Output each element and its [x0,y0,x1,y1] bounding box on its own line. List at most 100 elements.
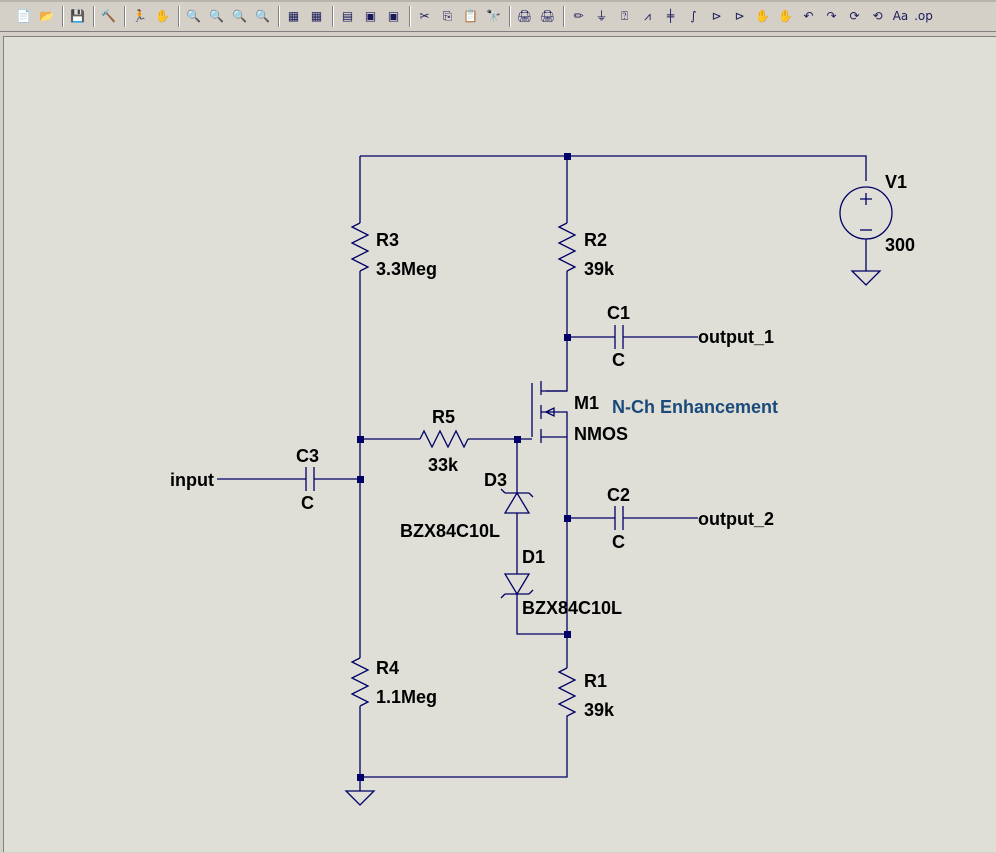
c1-value[interactable]: C [612,350,625,370]
capacitor-button[interactable]: ╪ [661,7,680,26]
copy-icon: ⎘ [442,9,453,23]
ground-icon: ⏚ [595,9,608,23]
halt-button[interactable]: ✋ [153,7,172,26]
redo-button[interactable]: ↷ [822,7,841,26]
control-panel-button[interactable]: 🔨 [99,7,118,26]
d1-value[interactable]: BZX84C10L [522,598,622,618]
c2-label[interactable]: C2 [607,485,630,505]
resistor-button[interactable]: ⩘ [638,7,657,26]
cut-icon: ✂ [419,9,430,23]
new-schematic-icon: 📄 [16,9,31,23]
r3-value[interactable]: 3.3Meg [376,259,437,279]
r2-label[interactable]: R2 [584,230,607,250]
rotate-icon: ⟳ [849,9,860,23]
print-button[interactable]: 🖨 [538,7,557,26]
junction-dot [514,436,521,443]
run-icon: 🏃 [132,9,147,23]
d3-label[interactable]: D3 [484,470,507,490]
junction-dot [357,476,364,483]
component-button[interactable]: ⊳ [730,7,749,26]
ground-button[interactable]: ⏚ [592,7,611,26]
resistor-r1 [557,667,577,724]
r1-label[interactable]: R1 [584,671,607,691]
text-button[interactable]: Aa [891,7,910,26]
d1-label[interactable]: D1 [522,547,545,567]
toolbar-separator [62,6,64,27]
paste-button[interactable]: 📋 [461,7,480,26]
spice-directive-button[interactable]: .op [914,7,933,26]
open-button[interactable]: 📂 [37,7,56,26]
schematic-canvas[interactable]: V1 300 R3 3.3Meg R2 39k C1 C output_1 M1… [3,36,996,852]
resistor-r4 [350,657,370,707]
net-label-output-2[interactable]: output_2 [698,509,774,529]
c3-value[interactable]: C [301,493,314,513]
resistor-r2 [557,222,577,272]
schematic-drawing[interactable]: V1 300 R3 3.3Meg R2 39k C1 C output_1 M1… [4,37,996,853]
open-icon: 📂 [39,9,54,23]
d3-value[interactable]: BZX84C10L [400,521,500,541]
capacitor-c3 [305,467,315,491]
r3-label[interactable]: R3 [376,230,399,250]
copy-button[interactable]: ⎘ [438,7,457,26]
c2-value[interactable]: C [612,532,625,552]
component-icon: ⊳ [734,9,745,23]
new-schematic-button[interactable]: 📄 [14,7,33,26]
m1-model[interactable]: NMOS [574,424,628,444]
junction-dot [564,631,571,638]
save-button[interactable]: 💾 [68,7,87,26]
mosfet-m1-body [541,411,568,438]
zoom-fit-icon: 🔍 [255,9,270,23]
grid-button[interactable]: ▦ [307,7,326,26]
junction-dot [357,436,364,443]
wire-bottom-rail [360,724,568,778]
diode-button[interactable]: ⊳ [707,7,726,26]
zoom-pan-button[interactable]: 🔍 [207,7,226,26]
c1-label[interactable]: C1 [607,303,630,323]
find-button[interactable]: 🔭 [484,7,503,26]
zoom-pan-icon: 🔍 [209,9,224,23]
autorange-icon: ▦ [287,9,300,23]
toolbar: 📄📂💾🔨🏃✋🔍🔍🔍🔍▦▦▤▣▣✂⎘📋🔭🖨🖨✏⏚⍰⩘╪∫⊳⊳✋✋↶↷⟳⟲Aa.op [0,0,996,32]
label-net-button[interactable]: ⍰ [615,7,634,26]
cut-button[interactable]: ✂ [415,7,434,26]
net-label-output-1[interactable]: output_1 [698,327,774,347]
zoom-out-icon: 🔍 [232,9,247,23]
zoom-fit-button[interactable]: 🔍 [253,7,272,26]
draw-wire-icon: ✏ [573,9,584,23]
undo-button[interactable]: ↶ [799,7,818,26]
zoom-in-button[interactable]: 🔍 [184,7,203,26]
m1-label[interactable]: M1 [574,393,599,413]
resistor-r3 [350,222,370,272]
m1-description[interactable]: N-Ch Enhancement [612,397,778,417]
r1-value[interactable]: 39k [584,700,615,720]
run-button[interactable]: 🏃 [130,7,149,26]
toolbar-separator [332,6,334,27]
cascade-button[interactable]: ▣ [361,7,380,26]
mirror-button[interactable]: ⟲ [868,7,887,26]
zoom-out-button[interactable]: 🔍 [230,7,249,26]
print-setup-button[interactable]: 🖨 [515,7,534,26]
c3-label[interactable]: C3 [296,446,319,466]
autorange-button[interactable]: ▦ [284,7,303,26]
resistor-r5 [419,429,469,449]
v1-value[interactable]: 300 [885,235,915,255]
rotate-button[interactable]: ⟳ [845,7,864,26]
tile-vertical-button[interactable]: ▣ [384,7,403,26]
toolbar-separator [509,6,511,27]
v1-label[interactable]: V1 [885,172,907,192]
zener-d3 [500,488,534,514]
r4-label[interactable]: R4 [376,658,399,678]
tile-horizontal-button[interactable]: ▤ [338,7,357,26]
find-icon: 🔭 [486,9,501,23]
r5-value[interactable]: 33k [428,455,459,475]
spice-directive-icon: .op [914,9,933,23]
net-label-input[interactable]: input [170,470,214,490]
drag-button[interactable]: ✋ [776,7,795,26]
move-button[interactable]: ✋ [753,7,772,26]
r2-value[interactable]: 39k [584,259,615,279]
r5-label[interactable]: R5 [432,407,455,427]
inductor-button[interactable]: ∫ [684,7,703,26]
r4-value[interactable]: 1.1Meg [376,687,437,707]
draw-wire-button[interactable]: ✏ [569,7,588,26]
wire-top-rail [360,155,867,181]
